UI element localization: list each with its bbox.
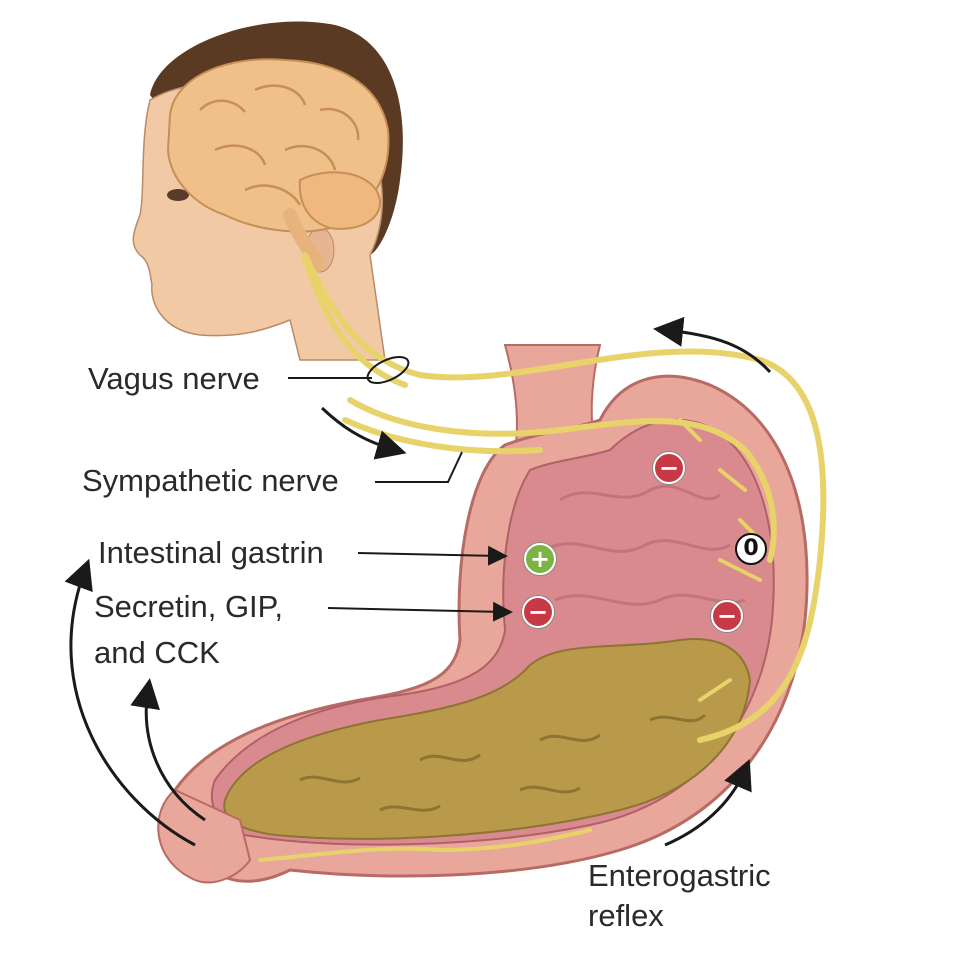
nerves [258, 252, 827, 862]
head [132, 21, 403, 361]
duodenum [157, 788, 252, 884]
secretin-label-line2: and CCK [94, 635, 220, 670]
sympathetic-nerve-label: Sympathetic nerve [82, 463, 339, 498]
arrow-sympathetic-down [320, 406, 407, 460]
brainstem [283, 208, 325, 272]
intestinal-gastrin-label: Intestinal gastrin [98, 535, 324, 570]
stimulate-badge-gastrin: + [524, 543, 556, 575]
vagus-nerve-path [302, 252, 827, 743]
leader-lines [288, 356, 513, 622]
eye [167, 189, 189, 201]
cerebellum [298, 171, 382, 230]
arrow-duodenum-to-secretin [130, 678, 206, 822]
inhibit-badge-top: − [653, 452, 685, 484]
arrow-duodenum-to-gastrin [64, 558, 196, 847]
gastrin-leader [357, 545, 508, 566]
inhibit-badge-right: − [711, 600, 743, 632]
enterogastric-label-line1: Enterogastric [588, 858, 771, 893]
flow-arrows [64, 316, 772, 847]
secretin-leader [327, 601, 513, 622]
sympathetic-nerve-path [347, 397, 777, 563]
neutral-badge: 0 [735, 533, 767, 565]
vagus-nerve-label: Vagus nerve [88, 361, 260, 396]
secretin-label-line1: Secretin, GIP, [94, 589, 283, 624]
vagus-loop [366, 356, 410, 384]
enterogastric-label-line2: reflex [588, 898, 664, 933]
sympathetic-leader [375, 451, 463, 483]
arrow-vagus-up [653, 316, 772, 374]
chyme [223, 638, 752, 840]
arrow-enterogastric [664, 758, 752, 847]
inhibit-badge-secretin: − [522, 596, 554, 628]
nerve-branches [258, 418, 762, 862]
